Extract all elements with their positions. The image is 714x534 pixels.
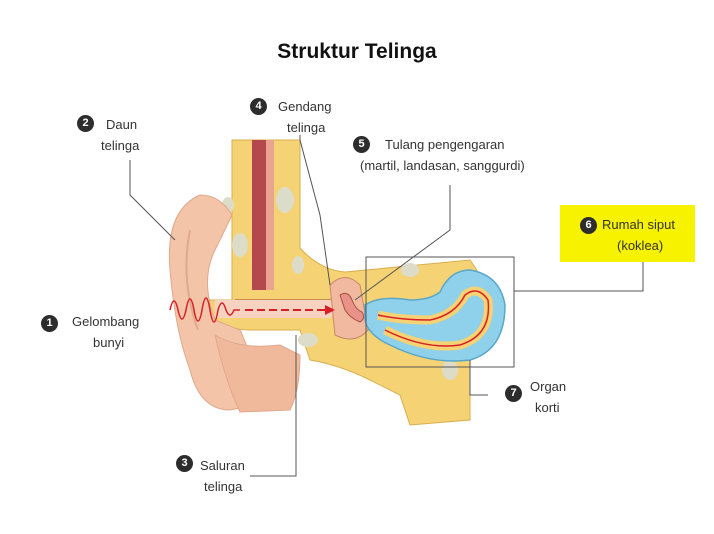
label-6-line-1: Rumah siput <box>602 217 675 232</box>
label-3-line-1: Saluran <box>200 458 245 473</box>
marker-7: 7 <box>505 385 522 402</box>
cochlea-zoom-box <box>365 256 515 368</box>
sound-wave <box>169 297 240 323</box>
earlobe <box>214 333 301 413</box>
label-7-line-2: korti <box>535 400 560 415</box>
label-4-line-2: telinga <box>287 120 326 135</box>
label-ossicles: Tulang pengengaran (martil, landasan, sa… <box>360 134 525 176</box>
label-2-line-1: Daun <box>106 117 138 132</box>
label-organ-of-corti: Organ korti <box>530 376 566 418</box>
label-pinna: Daun telinga <box>101 114 139 156</box>
cochlea-label-highlight <box>560 205 695 262</box>
label-sound-wave: Gelombang bunyi <box>72 311 139 353</box>
label-5-line-1: Tulang pengengaran <box>385 137 505 152</box>
label-eardrum: Gendang telinga <box>278 96 332 138</box>
label-1-line-1: Gelombang <box>72 314 140 329</box>
vessel-strip-light <box>266 140 274 290</box>
label-1-line-2: bunyi <box>93 335 125 350</box>
marker-6: 6 <box>580 217 597 234</box>
label-cochlea: Rumah siput (koklea) <box>602 214 675 256</box>
marker-1: 1 <box>41 315 58 332</box>
leader-lines <box>129 135 644 477</box>
diagram-title: Struktur Telinga <box>277 40 437 63</box>
marker-2: 2 <box>77 115 94 132</box>
marker-3: 3 <box>176 455 193 472</box>
label-6-line-2: (koklea) <box>617 238 664 253</box>
label-3-line-2: telinga <box>204 479 243 494</box>
ossicles <box>339 292 365 323</box>
marker-5: 5 <box>353 136 370 153</box>
label-5-line-2: (martil, landasan, sanggurdi) <box>360 158 525 173</box>
vessel-strip <box>252 140 266 290</box>
label-ear-canal: Saluran telinga <box>200 455 245 497</box>
marker-4: 4 <box>250 98 267 115</box>
label-2-line-2: telinga <box>101 138 140 153</box>
label-7-line-1: Organ <box>530 379 567 394</box>
label-4-line-1: Gendang <box>278 99 332 114</box>
